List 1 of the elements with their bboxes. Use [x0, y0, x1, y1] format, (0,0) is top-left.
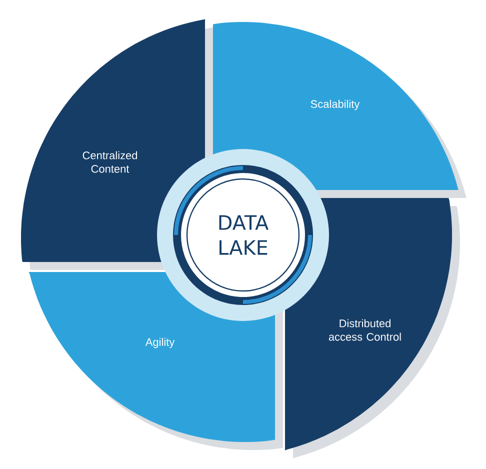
petal: Scalability — [213, 22, 465, 190]
